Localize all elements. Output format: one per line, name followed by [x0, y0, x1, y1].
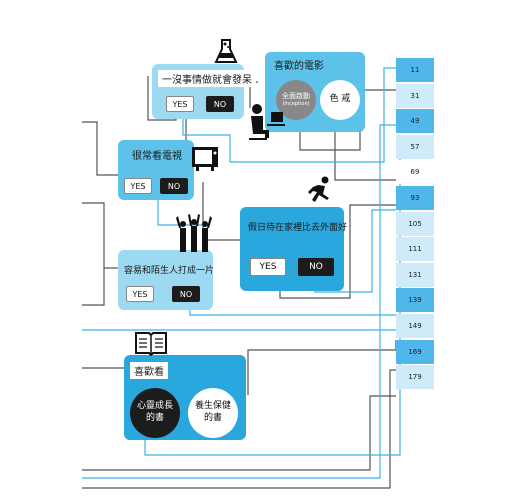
person-at-computer-icon	[249, 104, 285, 140]
yes-button[interactable]: YES	[166, 96, 194, 112]
result-page-93[interactable]: 93	[396, 186, 434, 210]
no-button[interactable]: NO	[160, 178, 188, 194]
question-title: 容易和陌生人打成一片	[124, 266, 215, 276]
yes-button[interactable]: YES	[124, 178, 152, 194]
result-page-69[interactable]: 69	[396, 160, 434, 185]
option-label: 全面啟動	[282, 92, 310, 101]
option-label: 養生保健的書	[195, 401, 232, 423]
option-self-growth-book[interactable]: 心靈成長的書	[130, 388, 180, 438]
television-icon	[192, 147, 218, 171]
result-page-131[interactable]: 131	[396, 262, 434, 287]
result-page-179[interactable]: 179	[396, 365, 434, 390]
option-label: 心靈成長的書	[137, 401, 174, 423]
result-page-57[interactable]: 57	[396, 134, 434, 159]
crowd-cheering-icon	[176, 214, 212, 252]
result-page-31[interactable]: 31	[396, 83, 434, 108]
question-title: 喜歡看	[130, 362, 168, 379]
question-title: 喜歡的電影	[274, 61, 324, 72]
option-label: 色 戒	[329, 94, 351, 105]
result-page-149[interactable]: 149	[396, 314, 434, 338]
result-page-139[interactable]: 139	[396, 288, 434, 313]
result-page-169[interactable]: 169	[396, 339, 434, 364]
flask-icon	[214, 39, 238, 63]
result-page-11[interactable]: 11	[396, 58, 434, 82]
yes-button[interactable]: YES	[250, 258, 286, 276]
result-page-49[interactable]: 49	[396, 109, 434, 134]
result-page-105[interactable]: 105	[396, 211, 434, 236]
question-title: 很常看電視	[132, 151, 182, 162]
running-person-icon	[308, 176, 329, 202]
no-button[interactable]: NO	[298, 258, 334, 276]
question-box-home	[240, 207, 344, 291]
question-title: 一沒事情做就會發呆	[158, 70, 256, 87]
yes-button[interactable]: YES	[126, 286, 154, 302]
no-button[interactable]: NO	[172, 286, 200, 302]
option-lust-caution[interactable]: 色 戒	[320, 80, 360, 120]
option-health-book[interactable]: 養生保健的書	[188, 388, 238, 438]
result-page-111[interactable]: 111	[396, 237, 434, 262]
open-book-icon	[135, 332, 167, 356]
option-inception[interactable]: 全面啟動 (Inception)	[276, 80, 316, 120]
option-sublabel: (Inception)	[282, 101, 310, 108]
no-button[interactable]: NO	[206, 96, 234, 112]
question-title: 假日待在家裡比去外面好	[248, 223, 348, 233]
